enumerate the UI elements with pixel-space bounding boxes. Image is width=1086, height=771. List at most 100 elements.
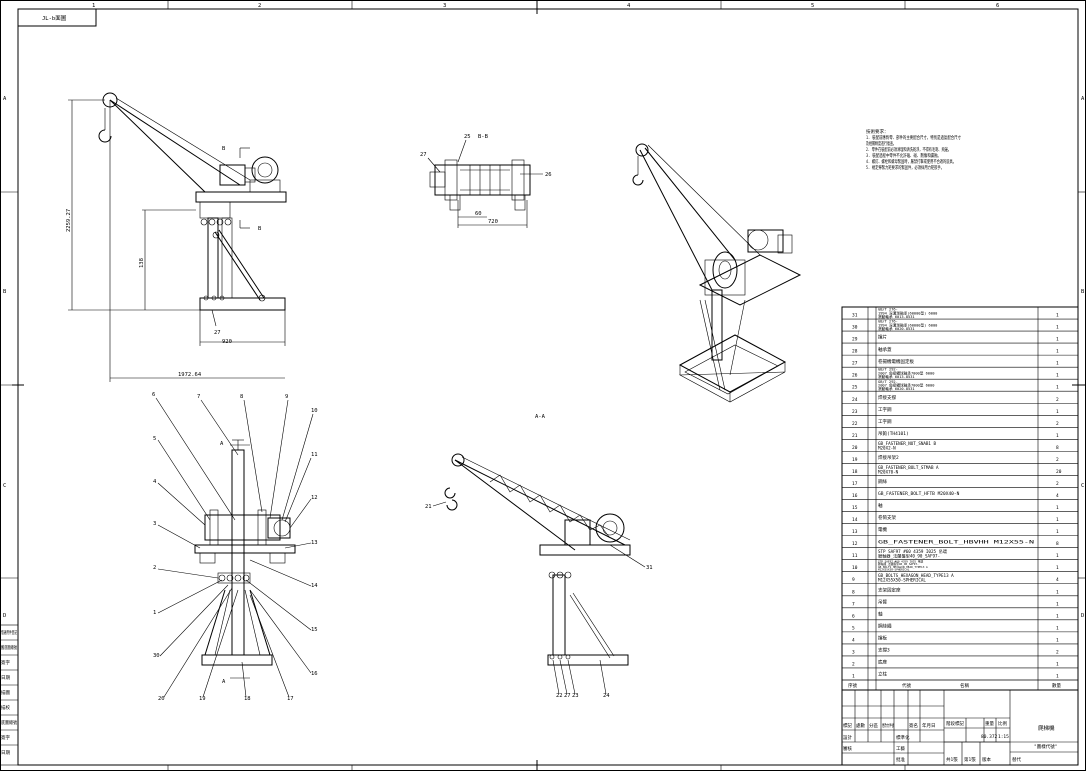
drawing-code: "圖樣代號" bbox=[1034, 743, 1057, 750]
bom-item-name: GB_FASTENER_BOLT_HBVHH M12X55-N bbox=[878, 539, 1035, 545]
tb-label-check: 審核 bbox=[843, 745, 852, 752]
bom-item-no: 11 bbox=[852, 553, 858, 559]
left-strip: 借通用件登記 舊底圖總號 簽字 日期 描圖 描校 底圖總號 簽字 日期 bbox=[0, 624, 19, 766]
balloon: 23 bbox=[572, 693, 579, 699]
note-line: 及相關精度進行復查。 bbox=[866, 140, 896, 147]
dim-a: 60 bbox=[475, 211, 482, 217]
bom-item-name: 聯軸器_法蘭盤型40_90_SAF97- bbox=[878, 553, 940, 560]
bom-item-name: 聯軸器_法蘭盤型40_90_SAF97- bbox=[878, 562, 919, 566]
section-title: B-B bbox=[478, 134, 489, 140]
balloon: 21 bbox=[425, 504, 432, 510]
tb-label-stage: 階段標記 bbox=[946, 720, 964, 727]
bom-item-qty: 8 bbox=[1056, 445, 1059, 451]
dim-inner: 138 bbox=[139, 258, 145, 268]
row-letter: C bbox=[1081, 483, 1084, 489]
bom-item-name: STP SAF97 #60 4359 I025 吊環 bbox=[878, 559, 923, 563]
bom-item-name: 工字鋼 bbox=[878, 406, 892, 413]
bom-item-qty: 1 bbox=[1056, 565, 1059, 571]
note-line: 2. 零件在裝配前必須清理和清洗乾淨，不得有毛刺、飛邊。 bbox=[866, 146, 951, 153]
bom-item-no: 8 bbox=[852, 589, 855, 595]
tb-sheet-no: 第1張 bbox=[964, 756, 976, 763]
bom-item-qty: 1 bbox=[1056, 313, 1059, 319]
bom-item-name: 2007 角接觸球軸承7000型 6000 bbox=[878, 370, 934, 375]
bom-item-name: STP SAF97 #60 4359 I025 吊環 bbox=[878, 549, 948, 555]
bom-item-qty: 1 bbox=[1056, 589, 1059, 595]
balloon: 2 bbox=[153, 565, 156, 571]
row-letter: A bbox=[1081, 96, 1085, 102]
column-numbers: 1 2 3 4 5 6 bbox=[92, 3, 999, 9]
section-aa-view: A-A 21 31 22 27 23 bbox=[425, 414, 653, 699]
bom-item-name: 鋼絲 bbox=[878, 478, 887, 485]
section-mark: A bbox=[220, 441, 224, 447]
bom-item-name: M20X2-N bbox=[878, 445, 896, 450]
bom-item-name: 滾動軸承 6013-8531 bbox=[878, 314, 915, 319]
bom-item-name: 支撐3 bbox=[878, 647, 890, 654]
row-letter: A bbox=[3, 96, 7, 102]
bom-item-name: 滾動軸承 6013-8531 bbox=[878, 374, 915, 379]
balloon: 17 bbox=[287, 696, 294, 702]
section-mark: B bbox=[222, 146, 226, 152]
bom-item-name: GB/T 292- bbox=[878, 368, 898, 372]
balloon: 1 bbox=[153, 610, 156, 616]
tb-label-date: 年月日 bbox=[922, 722, 936, 729]
bom-item-name: GB_FASTENER_NUT_SNAB1 B bbox=[878, 441, 936, 446]
tb-label-sign: 簽名 bbox=[909, 722, 918, 729]
col-number: 2 bbox=[258, 3, 261, 9]
bom-item-qty: 1 bbox=[1056, 361, 1059, 367]
bom-item-qty: 8 bbox=[1056, 541, 1059, 547]
bom-item-name: 焊接吊架2 bbox=[878, 454, 899, 461]
col-number: 4 bbox=[627, 3, 631, 9]
balloon: 30 bbox=[153, 653, 160, 659]
bom-item-name: M12X55X50-SPHERICAL bbox=[878, 578, 926, 583]
bom-item-qty: 1 bbox=[1056, 529, 1059, 535]
bom-item-no: 21 bbox=[852, 433, 858, 439]
bom-item-qty: 1 bbox=[1056, 517, 1059, 523]
balloon: 27 bbox=[420, 152, 427, 158]
bom-item-no: 20 bbox=[852, 445, 858, 451]
bom-item-name: 滾動軸承 6020-8531 bbox=[878, 386, 915, 391]
bom-item-no: 30 bbox=[852, 325, 858, 331]
tb-replace: 替代 bbox=[1012, 756, 1021, 763]
bom-item-no: 1 bbox=[852, 674, 855, 680]
balloon: 12 bbox=[311, 495, 318, 501]
bom-item-name: 卷筒支架 bbox=[878, 514, 896, 521]
bom-item-no: 14 bbox=[852, 517, 858, 523]
left-strip-label: 簽字 bbox=[1, 734, 10, 741]
bom-item-name: 軸 bbox=[878, 502, 883, 509]
balloon: 6 bbox=[152, 392, 155, 398]
note-line: 4. 螺釘、螺栓和螺母緊固時，嚴禁打擊或使用不合適的旋具。 bbox=[866, 158, 956, 165]
bom-item-name: 擋片 bbox=[878, 334, 887, 341]
balloon: 3 bbox=[153, 521, 156, 527]
bom-item-qty: 1 bbox=[1056, 409, 1059, 415]
bom-item-qty: 2 bbox=[1056, 397, 1059, 403]
balloon: 9 bbox=[285, 394, 288, 400]
balloon: 18 bbox=[244, 696, 251, 702]
bom-item-no: 19 bbox=[852, 457, 858, 463]
balloon: 19 bbox=[199, 696, 206, 702]
bom-item-no: 28 bbox=[852, 349, 858, 355]
bom-item-qty: 1 bbox=[1056, 674, 1059, 680]
col-number: 6 bbox=[996, 3, 999, 9]
bom-item-no: 4 bbox=[852, 637, 855, 643]
bom-item-qty: 2 bbox=[1056, 481, 1059, 487]
bom-item-qty: 2 bbox=[1056, 649, 1059, 655]
section-mark: A bbox=[222, 679, 226, 685]
dim-base: 920 bbox=[222, 339, 232, 345]
bom-item-no: 3 bbox=[852, 649, 855, 655]
technical-notes: 技術要求： 1. 裝配前應對零、部件的主要配合尺寸，特別是過盈配合尺寸 及相關精… bbox=[866, 128, 961, 171]
bom-item-no: 12 bbox=[852, 541, 858, 547]
section-title: A-A bbox=[535, 414, 546, 420]
tb-label-change-doc: 更改文件號 bbox=[882, 722, 894, 729]
bom-item-name: 鋼絲繩 bbox=[878, 623, 892, 630]
bom-item-name: GB/T 292- bbox=[878, 380, 898, 384]
